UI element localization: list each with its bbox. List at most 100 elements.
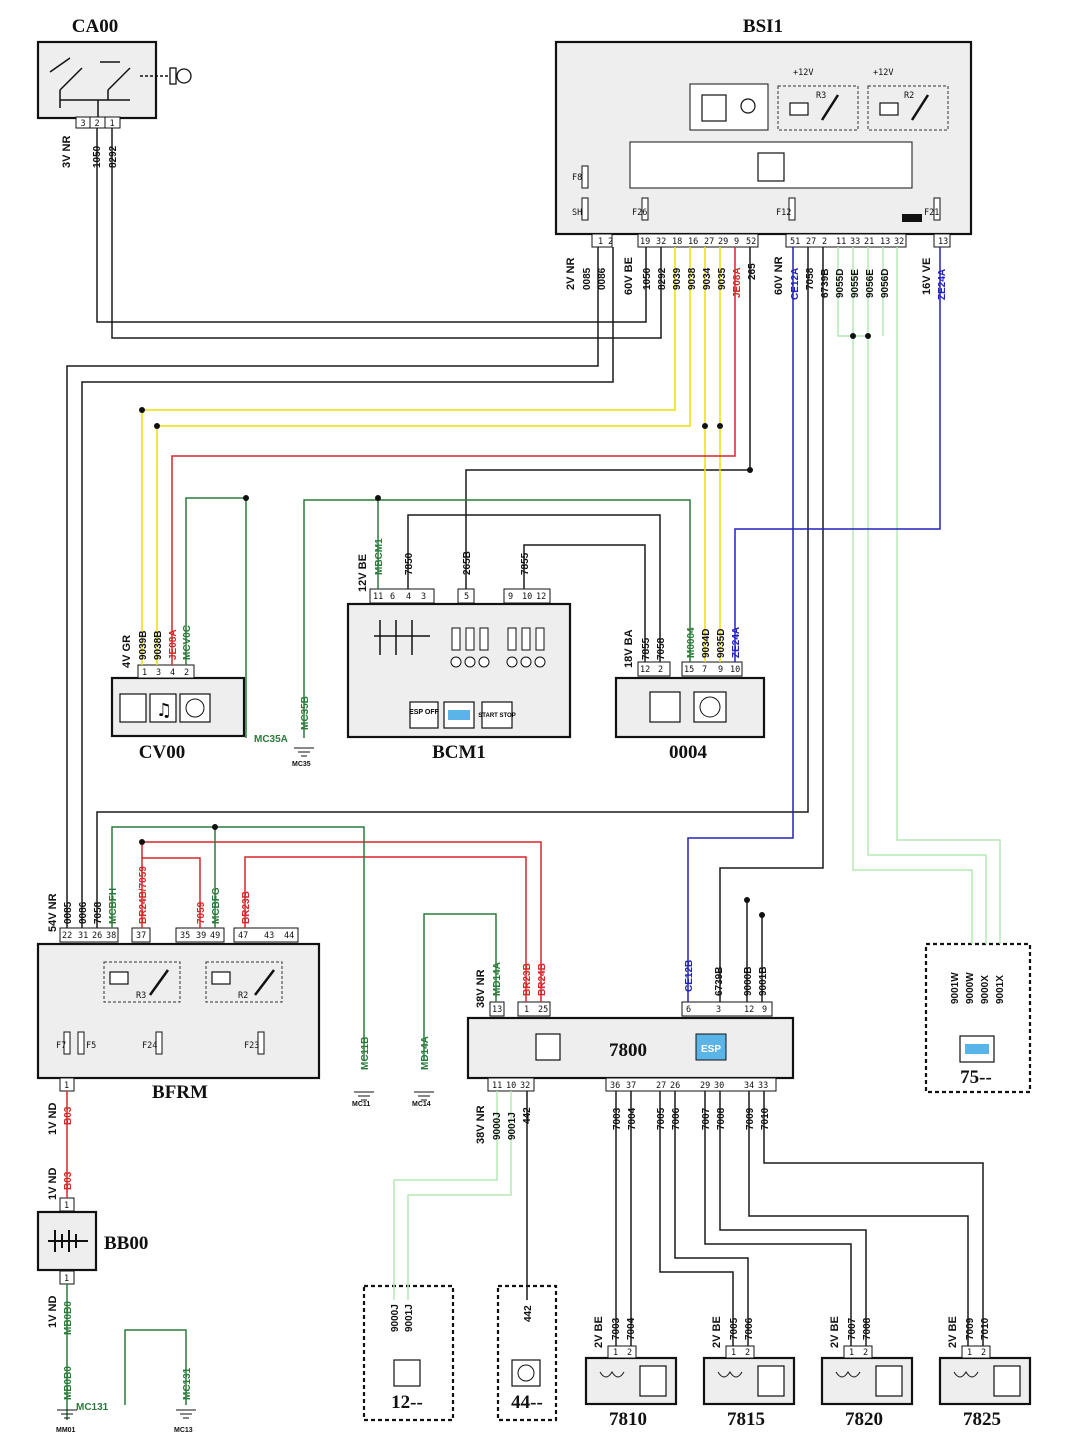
- chip-icon: [119, 693, 147, 723]
- svg-text:MC11: MC11: [352, 1101, 370, 1108]
- svg-text:F26: F26: [632, 208, 647, 218]
- component-cv00: 1 3 4 2 ♫ CV00: [110, 664, 246, 763]
- svg-text:R3: R3: [816, 91, 826, 101]
- svg-text:9055E: 9055E: [850, 269, 861, 298]
- svg-text:9035D: 9035D: [716, 629, 727, 658]
- svg-text:43: 43: [264, 931, 274, 941]
- svg-text:8292: 8292: [657, 267, 668, 290]
- svg-text:21: 21: [864, 237, 874, 247]
- svg-text:9056D: 9056D: [880, 269, 891, 298]
- ca00-title: CA00: [72, 16, 118, 37]
- svg-text:9000X: 9000X: [980, 975, 991, 1004]
- svg-text:1050: 1050: [92, 145, 103, 168]
- svg-text:2V BE: 2V BE: [947, 1316, 959, 1348]
- svg-text:MB0B0: MB0B0: [63, 1366, 74, 1400]
- svg-text:32: 32: [894, 237, 904, 247]
- bcm1-title: BCM1: [432, 742, 486, 763]
- svg-text:MC14: MC14: [412, 1101, 431, 1108]
- svg-text:1V ND: 1V ND: [47, 1103, 59, 1135]
- svg-text:265B: 265B: [462, 551, 473, 575]
- svg-text:9056E: 9056E: [865, 269, 876, 298]
- svg-text:51: 51: [790, 237, 800, 247]
- svg-text:7005: 7005: [729, 1317, 740, 1340]
- svg-text:12: 12: [640, 665, 650, 675]
- svg-text:JE08A: JE08A: [732, 267, 743, 298]
- relay-r3-icon: [109, 969, 170, 996]
- svg-text:7058: 7058: [93, 901, 104, 924]
- wheel-sensor-icon: [953, 1365, 1021, 1397]
- svg-text:9001J: 9001J: [404, 1304, 415, 1332]
- svg-text:9000B: 9000B: [743, 967, 754, 996]
- svg-text:7: 7: [702, 665, 707, 675]
- component-ca00: CA00 3 2 1: [36, 16, 192, 129]
- svg-text:18: 18: [672, 237, 682, 247]
- svg-text:7007: 7007: [847, 1317, 858, 1340]
- svg-text:1: 1: [64, 1201, 69, 1211]
- svg-text:F12: F12: [776, 208, 791, 218]
- svg-text:7850: 7850: [404, 552, 415, 575]
- relay-r2-icon: [879, 94, 930, 121]
- svg-text:13: 13: [938, 237, 948, 247]
- cv00-title: CV00: [139, 742, 185, 763]
- svg-text:11: 11: [373, 592, 383, 602]
- svg-text:0086: 0086: [78, 901, 89, 924]
- svg-text:12: 12: [744, 1005, 754, 1015]
- c12-title: 12--: [391, 1392, 423, 1413]
- component-bfrm: 22 31 26 38 37 35 39 49 47 43 44 R3 R2 F…: [36, 927, 321, 1103]
- svg-text:9001X: 9001X: [995, 975, 1006, 1004]
- svg-text:0085: 0085: [582, 267, 593, 290]
- wheel-sensor-icon: [717, 1365, 785, 1397]
- svg-text:F23: F23: [244, 1041, 259, 1051]
- fuse-icons: [63, 1031, 265, 1055]
- svg-text:2V BE: 2V BE: [593, 1316, 605, 1348]
- svg-text:32: 32: [520, 1081, 530, 1091]
- chip-icon: [535, 1033, 561, 1061]
- svg-text:7010: 7010: [980, 1317, 991, 1340]
- svg-text:7005: 7005: [656, 1107, 667, 1130]
- svg-text:4: 4: [170, 668, 175, 678]
- svg-text:1: 1: [109, 119, 114, 129]
- svg-text:60V NR: 60V NR: [773, 256, 785, 295]
- svg-text:MM01: MM01: [56, 1427, 76, 1434]
- svg-text:27: 27: [806, 237, 816, 247]
- key-icon: [169, 67, 192, 85]
- svg-text:1: 1: [142, 668, 147, 678]
- svg-text:MC13: MC13: [174, 1427, 193, 1434]
- svg-text:10: 10: [522, 592, 532, 602]
- svg-text:B03: B03: [63, 1171, 74, 1190]
- svg-text:29: 29: [718, 237, 728, 247]
- component-bb00: 1 1 BB00: [36, 1197, 148, 1285]
- wires-green: [111, 497, 691, 1405]
- svg-text:MD14A: MD14A: [420, 1036, 431, 1070]
- c0004-title: 0004: [669, 742, 708, 763]
- svg-text:MC131: MC131: [182, 1367, 193, 1400]
- wires-black: [66, 128, 984, 1346]
- svg-text:9: 9: [734, 237, 739, 247]
- svg-text:9: 9: [508, 592, 513, 602]
- svg-text:8292: 8292: [108, 145, 119, 168]
- component-12: 12--: [362, 1284, 455, 1422]
- svg-text:7855: 7855: [520, 552, 531, 575]
- wires-blue: [687, 247, 941, 1002]
- svg-text:27: 27: [704, 237, 714, 247]
- svg-text:9039B: 9039B: [138, 631, 149, 660]
- svg-text:30: 30: [714, 1081, 724, 1091]
- wires-yellow: [141, 247, 721, 665]
- svg-text:4V GR: 4V GR: [121, 635, 133, 668]
- svg-text:9034D: 9034D: [701, 629, 712, 658]
- svg-text:MC11B: MC11B: [360, 1037, 371, 1070]
- svg-text:39: 39: [196, 931, 206, 941]
- svg-text:265: 265: [747, 263, 758, 280]
- svg-text:3: 3: [80, 119, 85, 129]
- svg-text:15: 15: [684, 665, 694, 675]
- svg-text:1: 1: [731, 1348, 736, 1358]
- svg-text:6739B: 6739B: [714, 967, 725, 996]
- svg-text:33: 33: [758, 1081, 768, 1091]
- svg-text:1: 1: [967, 1348, 972, 1358]
- c7800-title: 7800: [609, 1040, 647, 1061]
- svg-text:11: 11: [836, 237, 846, 247]
- svg-text:442: 442: [522, 1107, 533, 1124]
- music-note-icon: ♫: [149, 693, 177, 723]
